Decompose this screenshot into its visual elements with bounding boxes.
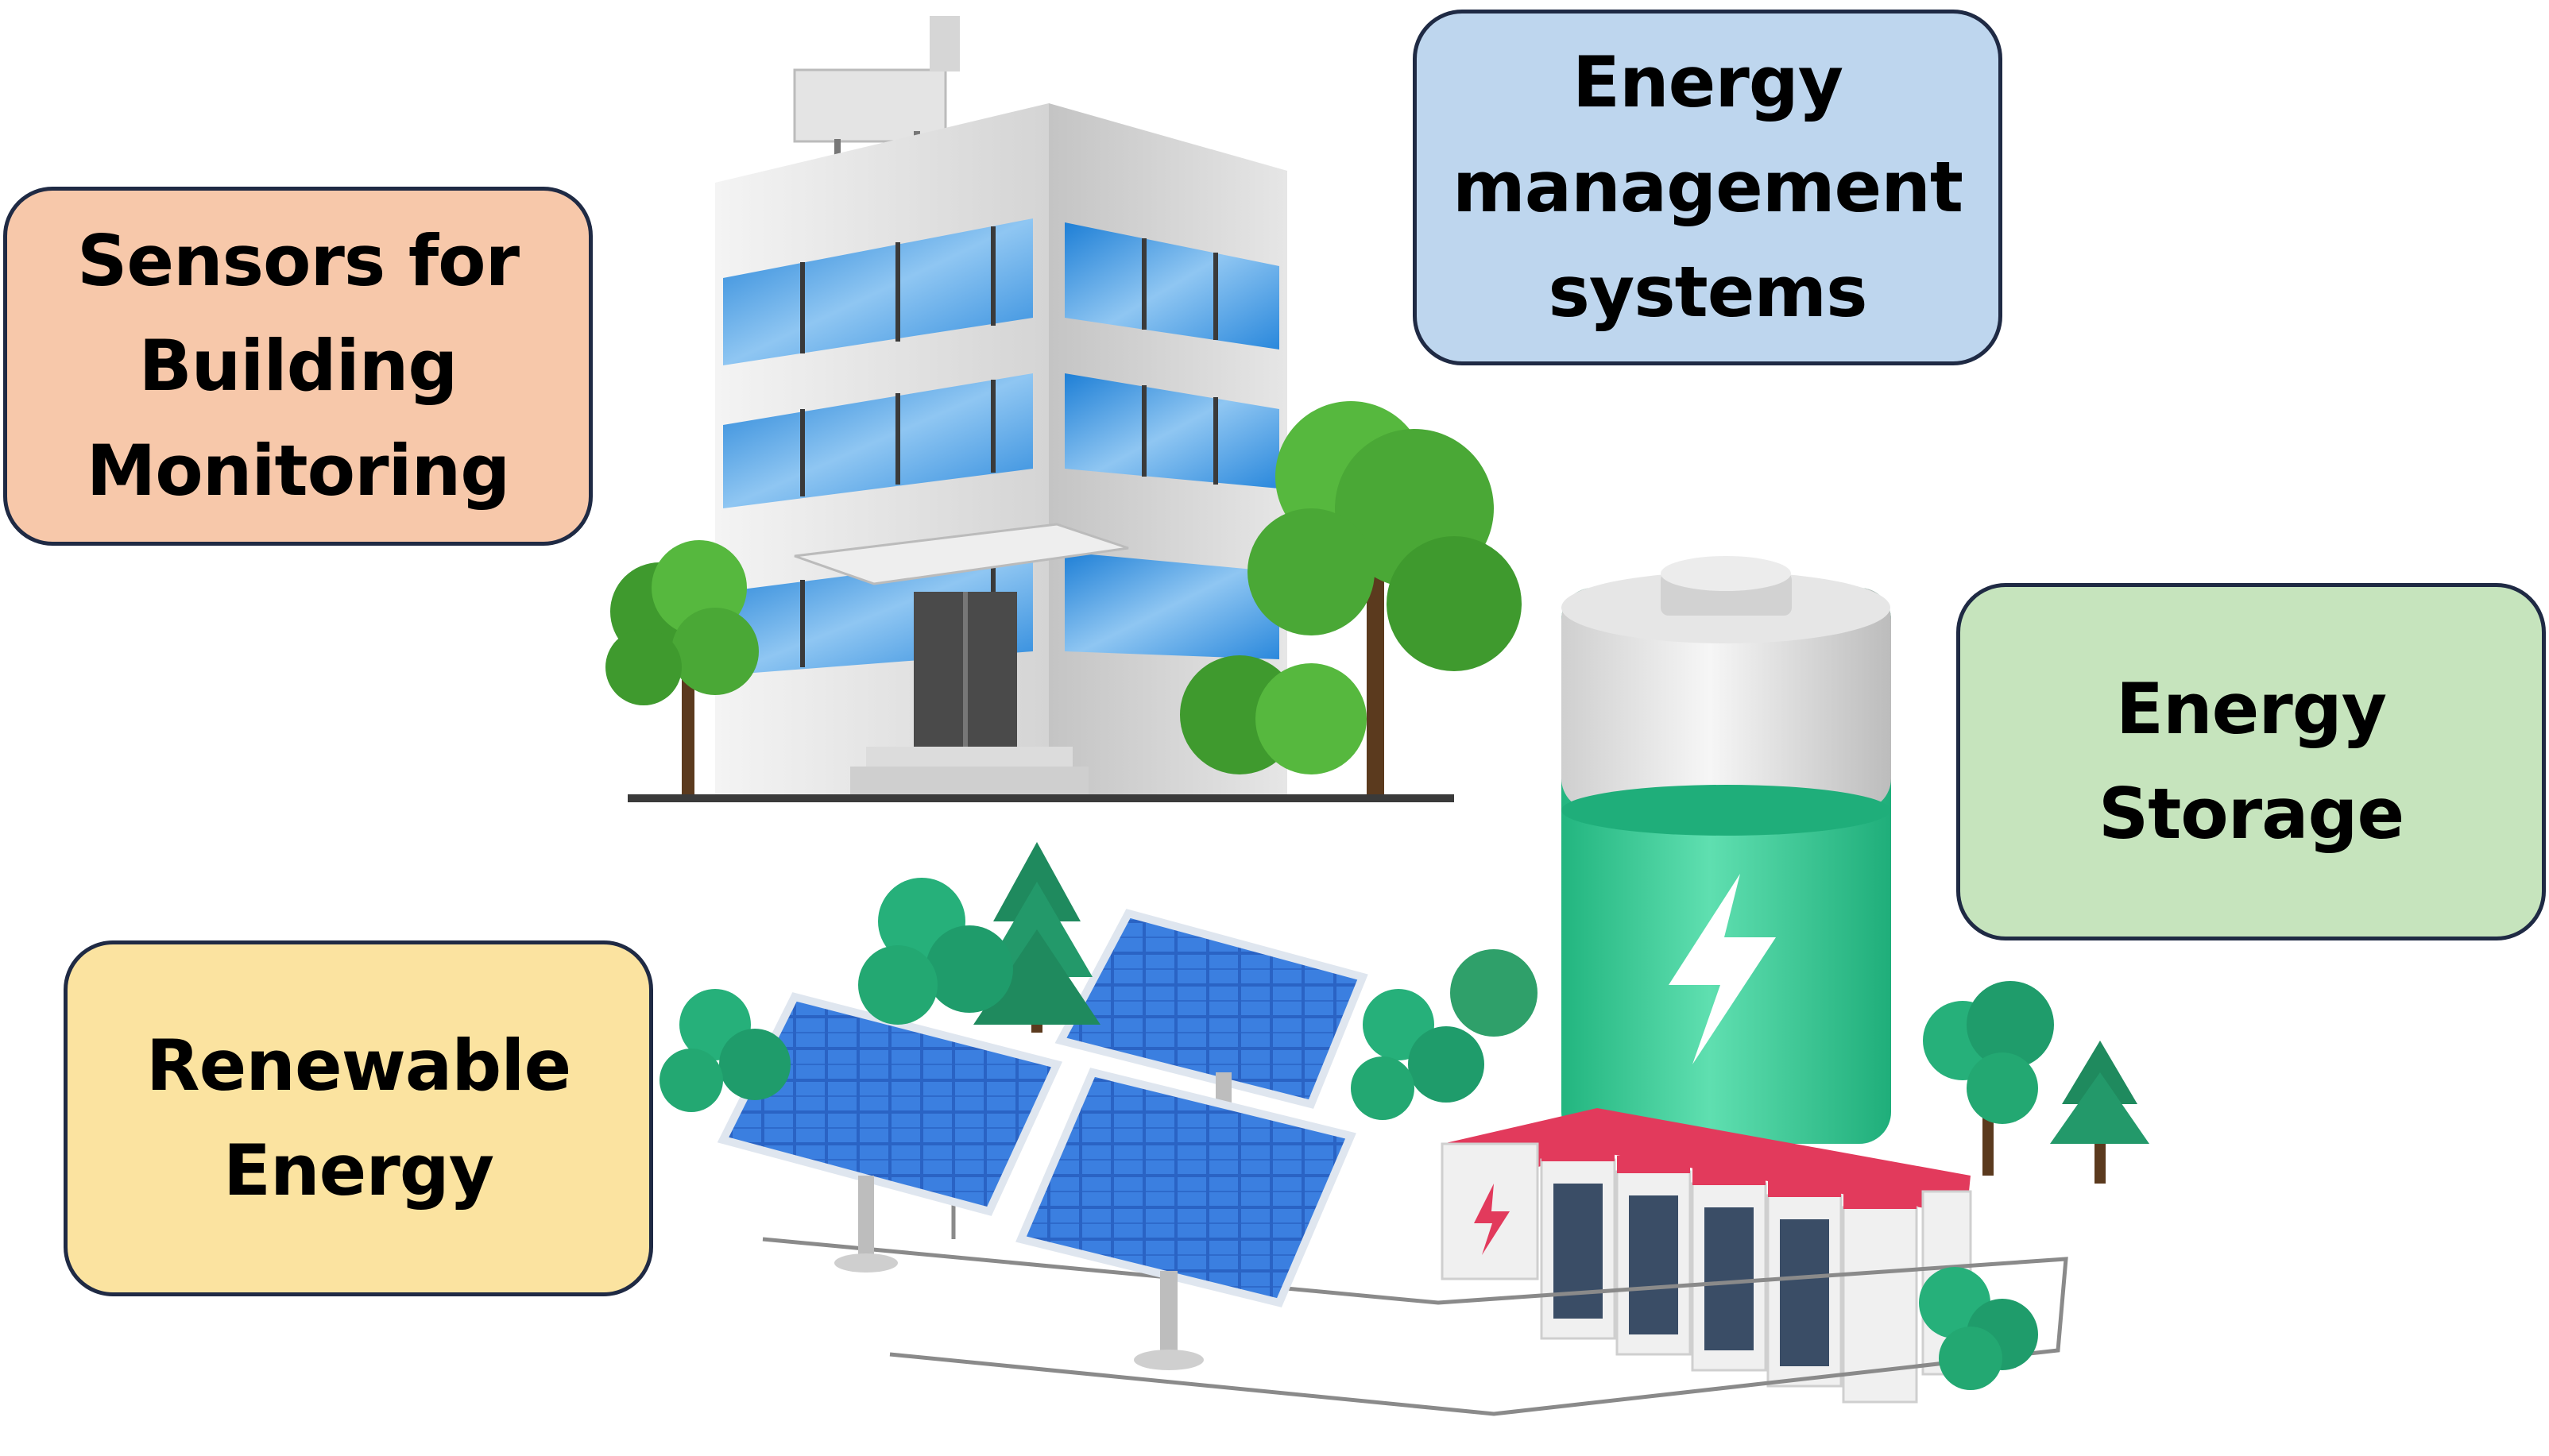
ems-label-line: Energy — [1572, 41, 1843, 123]
renewable-label-box: Renewable Energy — [64, 940, 653, 1296]
renewable-label-line: Energy — [222, 1130, 494, 1211]
pine-tree-icon — [2050, 1041, 2149, 1184]
solar-panel-icon — [717, 992, 1063, 1273]
lightning-bolt-icon — [1669, 874, 1776, 1064]
storage-label-line: Storage — [2098, 773, 2404, 855]
storage-label-box: Energy Storage — [1956, 583, 2546, 940]
solar-panel-icon — [1015, 1068, 1356, 1370]
renewable-label-line: Renewable — [145, 1025, 571, 1106]
office-building-icon — [628, 16, 1454, 802]
battery-rack-icon — [1441, 1108, 1972, 1404]
tree-icon — [858, 878, 1013, 1025]
ems-label-line: management — [1452, 146, 1963, 228]
sensors-label-line: Building — [138, 325, 458, 407]
ems-label-line: systems — [1548, 251, 1868, 333]
tree-icon — [659, 989, 791, 1112]
tree-icon — [605, 540, 759, 794]
tree-icon — [1180, 401, 1522, 794]
tree-icon — [1923, 981, 2054, 1176]
tree-icon — [1351, 949, 1538, 1120]
storage-label-line: Energy — [2115, 668, 2387, 750]
sensors-label-line: Sensors for — [76, 220, 520, 302]
battery-icon — [1561, 556, 1891, 1144]
sensors-label-line: Monitoring — [86, 430, 511, 512]
ems-label-box: Energy management systems — [1413, 10, 2002, 365]
sensors-label-box: Sensors for Building Monitoring — [3, 187, 593, 546]
tree-icon — [1919, 1267, 2038, 1390]
